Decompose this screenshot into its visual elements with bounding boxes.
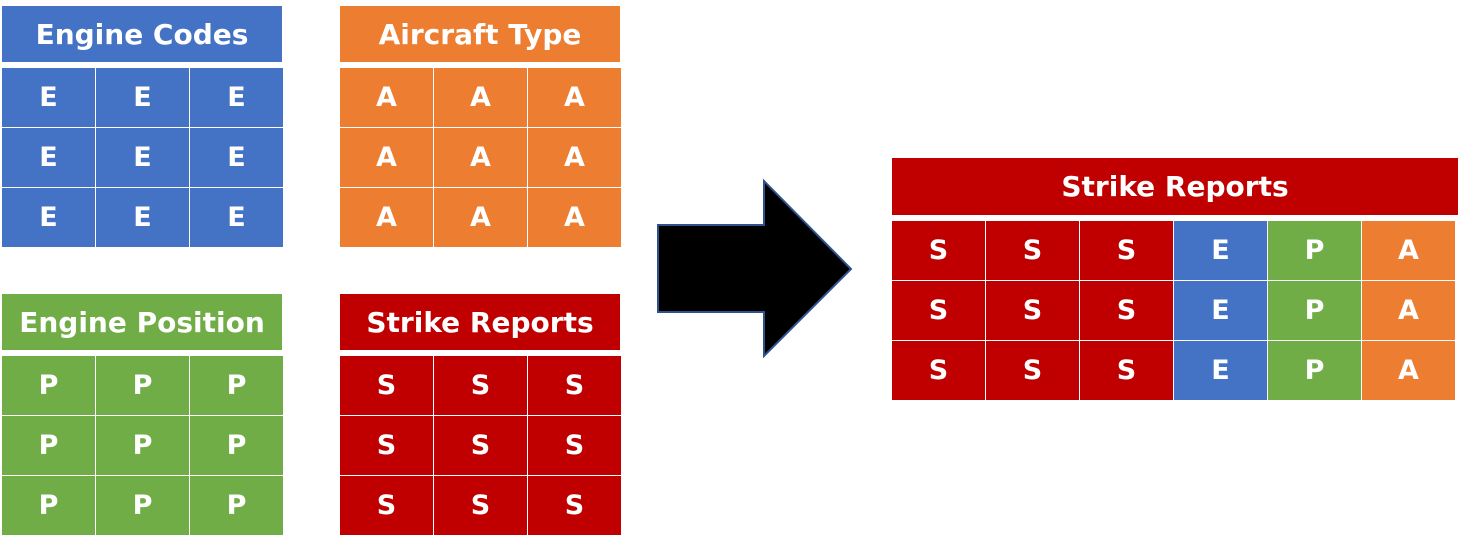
grid-cell: E <box>2 128 95 187</box>
grid-cell: P <box>96 476 189 535</box>
grid-cell: E <box>1174 281 1267 340</box>
strike-reports-title: Strike Reports <box>340 294 620 350</box>
grid-cell: A <box>1362 281 1455 340</box>
grid-cell: A <box>528 68 621 127</box>
grid-cell: S <box>986 221 1079 280</box>
grid-cell: P <box>190 476 283 535</box>
aircraft-type-title: Aircraft Type <box>340 6 620 62</box>
grid-cell: P <box>1268 221 1361 280</box>
grid-cell: A <box>528 188 621 247</box>
grid-cell: S <box>528 356 621 415</box>
grid-cell: E <box>190 188 283 247</box>
grid-cell: P <box>2 356 95 415</box>
grid-cell: A <box>434 188 527 247</box>
grid-cell: E <box>2 188 95 247</box>
grid-cell: A <box>1362 341 1455 400</box>
grid-cell: S <box>434 416 527 475</box>
grid-cell: E <box>2 68 95 127</box>
grid-cell: E <box>96 68 189 127</box>
grid-cell: P <box>190 416 283 475</box>
grid-cell: E <box>1174 341 1267 400</box>
merged-strike-reports-title: Strike Reports <box>892 158 1458 215</box>
engine-codes-title: Engine Codes <box>2 6 282 62</box>
grid-cell: S <box>892 221 985 280</box>
grid-cell: E <box>1174 221 1267 280</box>
grid-cell: A <box>1362 221 1455 280</box>
grid-cell: A <box>340 128 433 187</box>
grid-cell: S <box>892 341 985 400</box>
grid-cell: S <box>1080 221 1173 280</box>
grid-cell: A <box>434 128 527 187</box>
grid-cell: A <box>340 188 433 247</box>
grid-cell: S <box>892 281 985 340</box>
grid-cell: A <box>434 68 527 127</box>
grid-cell: S <box>528 476 621 535</box>
right-arrow-icon <box>657 178 853 359</box>
grid-cell: P <box>2 416 95 475</box>
grid-cell: S <box>340 356 433 415</box>
grid-cell: P <box>190 356 283 415</box>
grid-cell: P <box>1268 341 1361 400</box>
grid-cell: A <box>528 128 621 187</box>
grid-cell: P <box>2 476 95 535</box>
grid-cell: P <box>96 416 189 475</box>
grid-cell: P <box>1268 281 1361 340</box>
grid-cell: S <box>434 476 527 535</box>
grid-cell: S <box>434 356 527 415</box>
grid-cell: S <box>986 281 1079 340</box>
grid-cell: E <box>190 68 283 127</box>
grid-cell: E <box>96 128 189 187</box>
grid-cell: S <box>1080 341 1173 400</box>
grid-cell: A <box>340 68 433 127</box>
grid-cell: S <box>986 341 1079 400</box>
grid-cell: S <box>340 476 433 535</box>
engine-position-title: Engine Position <box>2 294 282 350</box>
grid-cell: S <box>528 416 621 475</box>
grid-cell: E <box>190 128 283 187</box>
grid-cell: P <box>96 356 189 415</box>
grid-cell: S <box>340 416 433 475</box>
grid-cell: E <box>96 188 189 247</box>
grid-cell: S <box>1080 281 1173 340</box>
